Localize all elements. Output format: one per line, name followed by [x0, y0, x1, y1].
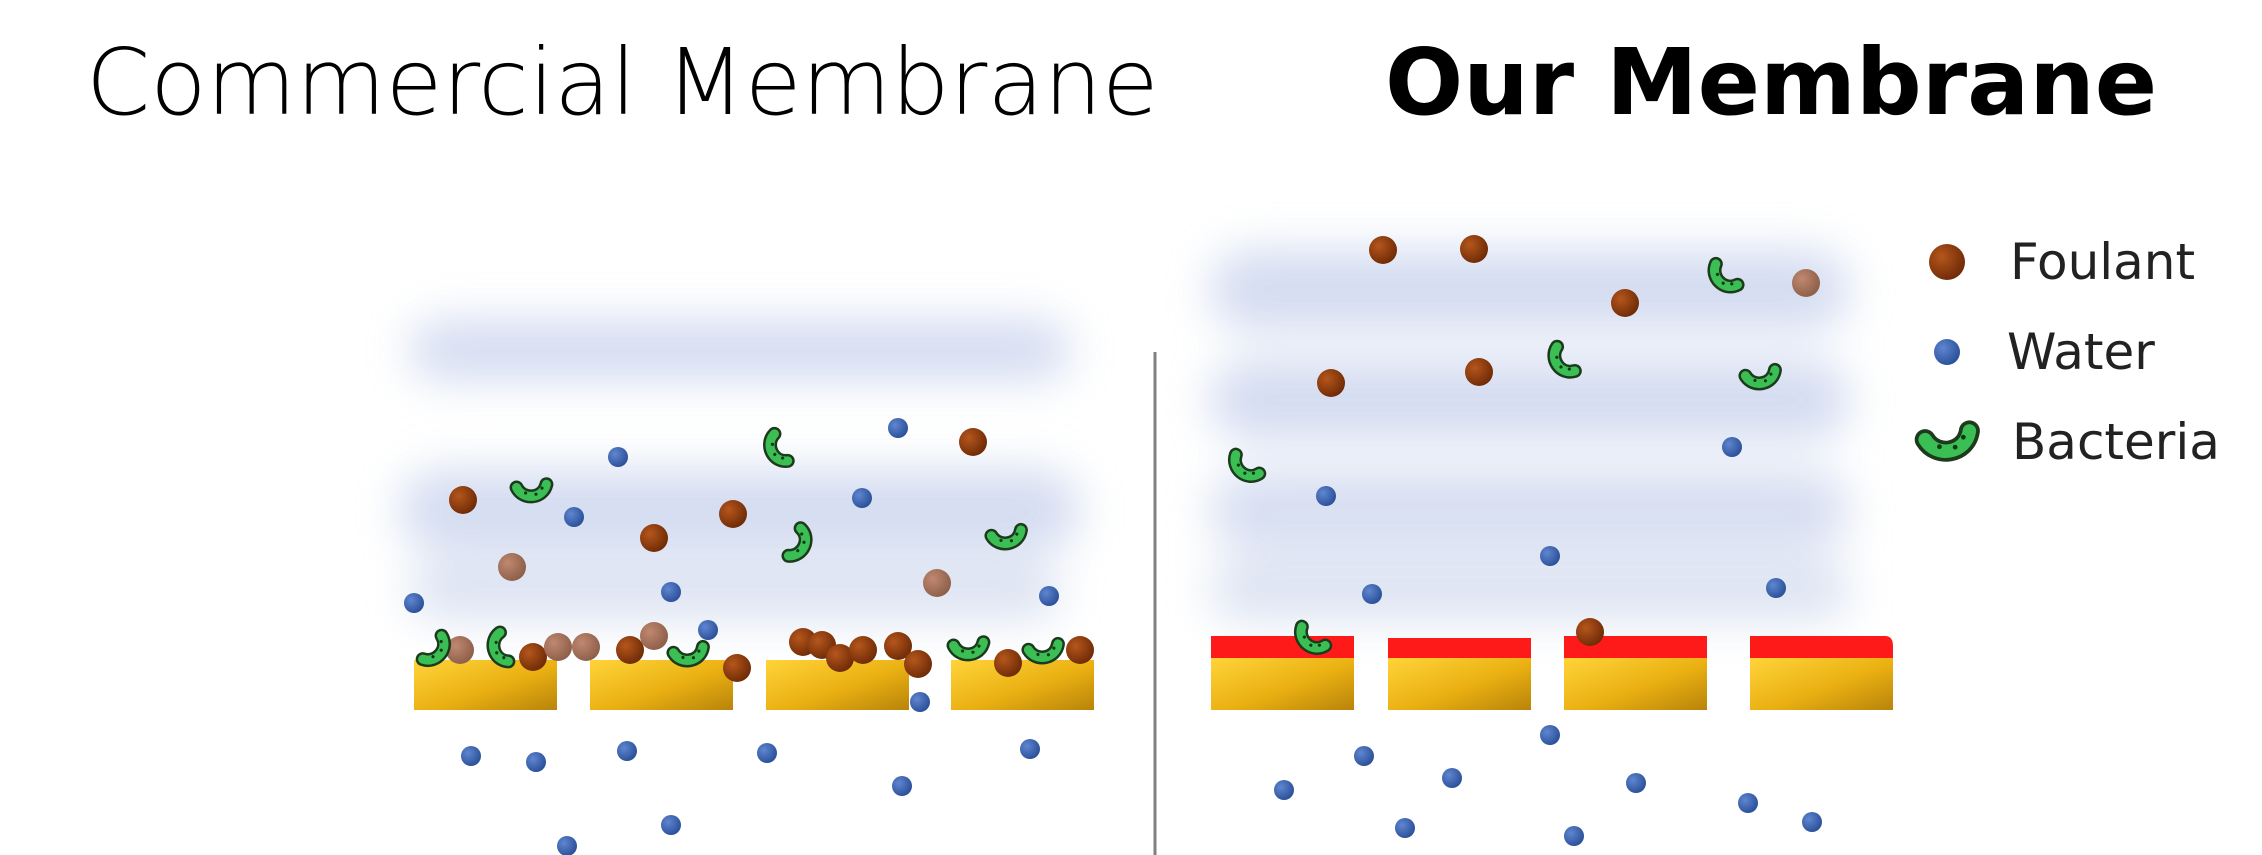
background-haze — [400, 250, 1850, 620]
legend — [1925, 244, 1973, 456]
water-particle — [757, 743, 777, 763]
foulant-particle — [446, 636, 474, 664]
foulant-particle — [1576, 618, 1604, 646]
foulant-particle — [719, 500, 747, 528]
bacteria-particle — [954, 640, 986, 657]
foulant-particle — [1465, 358, 1493, 386]
water-particle — [661, 815, 681, 835]
water-particle — [852, 488, 872, 508]
water-particle — [526, 752, 546, 772]
foulant-particle — [640, 622, 668, 650]
foulant-particle — [616, 636, 644, 664]
membrane-segment — [1388, 658, 1531, 710]
water-particle — [1020, 739, 1040, 759]
bacteria-particle — [764, 434, 789, 466]
water-particle — [910, 692, 930, 712]
water-particle — [617, 741, 637, 761]
our-membrane-title: Our Membrane — [1385, 29, 2158, 136]
foulant-particle — [519, 643, 547, 671]
foulant-particle — [849, 636, 877, 664]
membrane-segment — [1750, 658, 1893, 710]
membrane-segment — [1211, 658, 1354, 710]
water-particle — [1722, 437, 1742, 457]
foulant-particle — [572, 633, 600, 661]
membrane-segment — [951, 660, 1094, 710]
water-particle — [1540, 725, 1560, 745]
water-particle — [1274, 780, 1294, 800]
foulant-particle — [449, 486, 477, 514]
legend-water-label: Water — [2007, 323, 2155, 381]
legend-water-symbol — [1934, 339, 1960, 365]
water-particle — [1540, 546, 1560, 566]
water-particle — [404, 593, 424, 613]
water-particle — [1354, 746, 1374, 766]
bacteria-particle — [1028, 642, 1060, 661]
foulant-particles — [446, 235, 1820, 682]
water-particle — [1626, 773, 1646, 793]
water-particle — [564, 507, 584, 527]
membrane-segment — [590, 660, 733, 710]
foulant-particle — [1066, 636, 1094, 664]
water-particle — [892, 776, 912, 796]
foulant-particle — [1611, 289, 1639, 317]
bacteria-particle — [673, 645, 705, 664]
foulant-particle — [923, 569, 951, 597]
water-particle — [661, 582, 681, 602]
water-particles — [404, 418, 1822, 855]
legend-bacteria-symbol — [1925, 428, 1973, 456]
water-particle — [1564, 826, 1584, 846]
our-membrane — [1211, 636, 1893, 710]
legend-foulant-label: Foulant — [2010, 233, 2196, 291]
water-particle — [1395, 818, 1415, 838]
water-particle — [888, 418, 908, 438]
foulant-particle — [826, 644, 854, 672]
foulant-particle — [723, 654, 751, 682]
foulant-particle — [1460, 235, 1488, 263]
legend-bacteria-label: Bacteria — [2012, 413, 2220, 471]
foulant-particle — [994, 649, 1022, 677]
foulant-particle — [884, 632, 912, 660]
foulant-particle — [544, 633, 572, 661]
foulant-particle — [1369, 236, 1397, 264]
commercial-membrane-title: Commercial Membrane — [86, 29, 1159, 136]
water-particle — [461, 746, 481, 766]
water-particle — [1039, 586, 1059, 606]
membrane-segment — [1564, 658, 1707, 710]
water-particle — [1316, 486, 1336, 506]
water-particle — [1766, 578, 1786, 598]
foulant-particle — [1792, 269, 1820, 297]
foulant-particle — [640, 524, 668, 552]
water-particle — [608, 447, 628, 467]
water-particle — [1442, 768, 1462, 788]
water-particle — [1802, 812, 1822, 832]
coating-layer — [1750, 636, 1893, 658]
bacteria-particle — [489, 632, 510, 664]
coating-layer — [1211, 636, 1354, 658]
water-particle — [698, 620, 718, 640]
foulant-particle — [1317, 369, 1345, 397]
foulant-particle — [904, 650, 932, 678]
water-particle — [557, 836, 577, 855]
water-particle — [1738, 793, 1758, 813]
legend-foulant-symbol — [1929, 244, 1965, 280]
coating-layer — [1388, 638, 1531, 658]
commercial-membrane — [414, 660, 1094, 710]
foulant-particle — [959, 428, 987, 456]
foulant-particle — [498, 553, 526, 581]
water-particle — [1362, 584, 1382, 604]
